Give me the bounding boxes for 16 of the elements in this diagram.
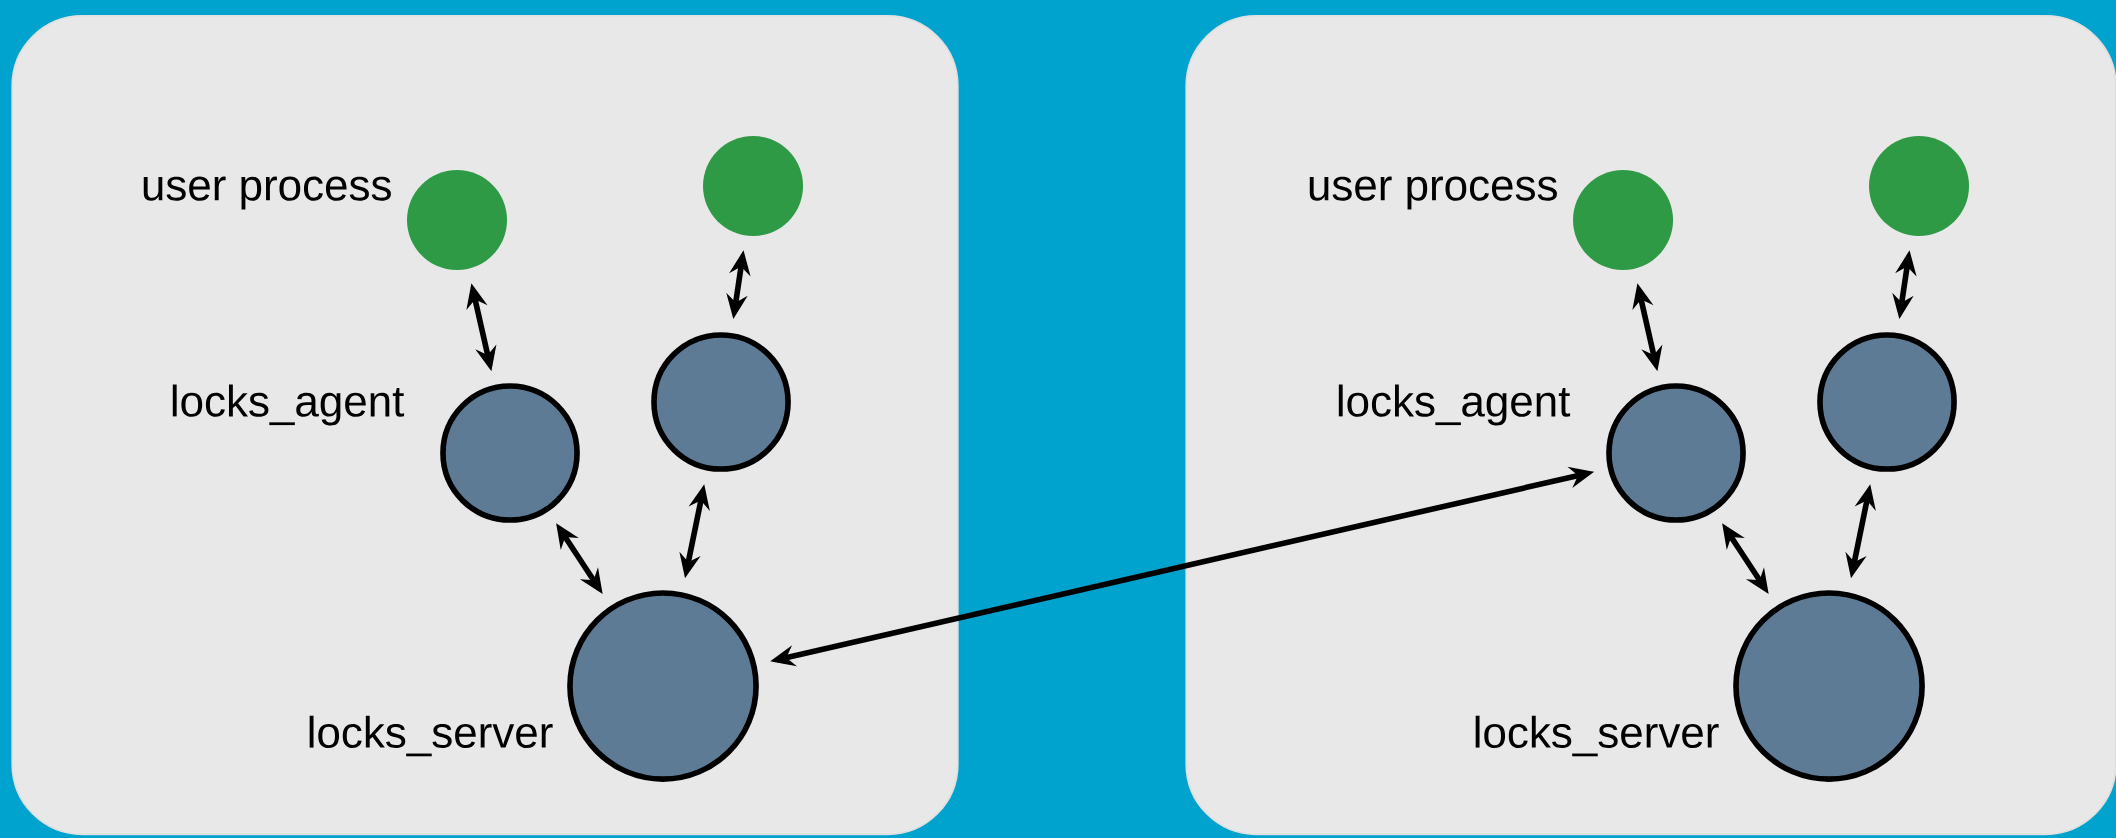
process-circle [703,136,804,237]
process-circle [440,383,580,523]
process-circle [1573,170,1674,271]
node-label: user process [143,176,391,210]
process-circle [651,332,791,472]
process-circle [407,170,508,271]
process-circle [1869,136,1970,237]
process-circle [1817,332,1957,472]
process-circle [567,590,759,782]
node-label: locks_server [309,715,553,757]
node-label: locks_agent [172,384,405,426]
node-label: user process [1309,176,1557,210]
node-label: locks_agent [1338,384,1571,426]
node-label: locks_server [1475,715,1719,757]
process-circle [1606,383,1746,523]
process-circle [1733,590,1925,782]
